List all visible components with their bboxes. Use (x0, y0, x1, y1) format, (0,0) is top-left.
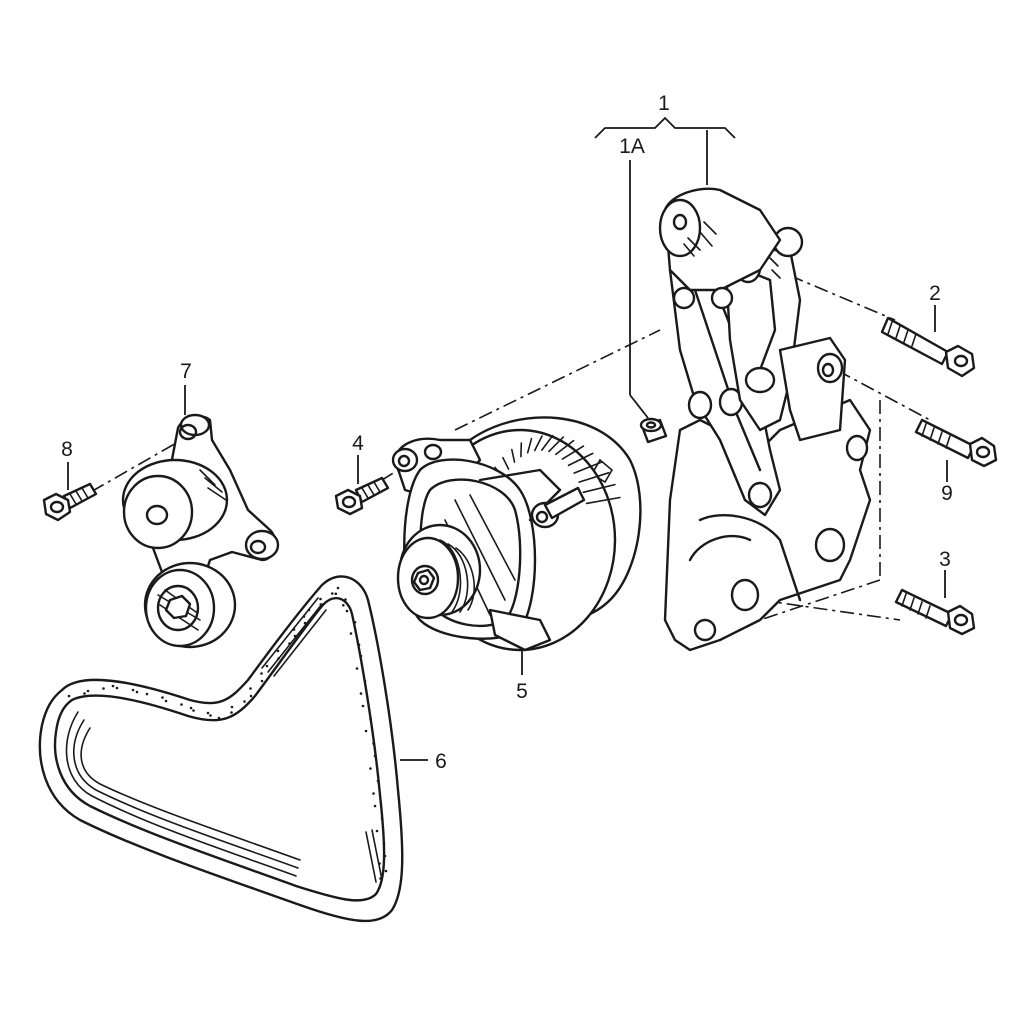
bushing-1a (639, 417, 668, 444)
callout-9: 9 (941, 482, 953, 505)
callout-labels: 1 1A 2 3 4 5 6 7 8 9 (61, 92, 953, 773)
bolt-8 (42, 482, 98, 522)
belt-tensioner (121, 413, 280, 649)
alternator (391, 416, 642, 652)
callout-4: 4 (352, 432, 364, 455)
callout-3: 3 (939, 548, 951, 571)
callout-6: 6 (435, 750, 447, 773)
leader-lines (67, 116, 948, 761)
ribbed-belt (38, 575, 404, 923)
bolt-4 (334, 476, 390, 516)
callout-1a: 1A (619, 135, 645, 158)
callout-1: 1 (658, 92, 670, 115)
belt-texture (67, 586, 388, 880)
callout-2: 2 (929, 282, 941, 305)
callout-7: 7 (180, 360, 192, 383)
callout-8: 8 (61, 438, 73, 461)
bolt-3 (894, 588, 976, 636)
bolt-2 (880, 316, 976, 378)
callout-5: 5 (516, 680, 528, 703)
bolt-9 (914, 418, 998, 468)
assembly-lines (67, 264, 931, 621)
mounting-bracket (658, 187, 872, 652)
